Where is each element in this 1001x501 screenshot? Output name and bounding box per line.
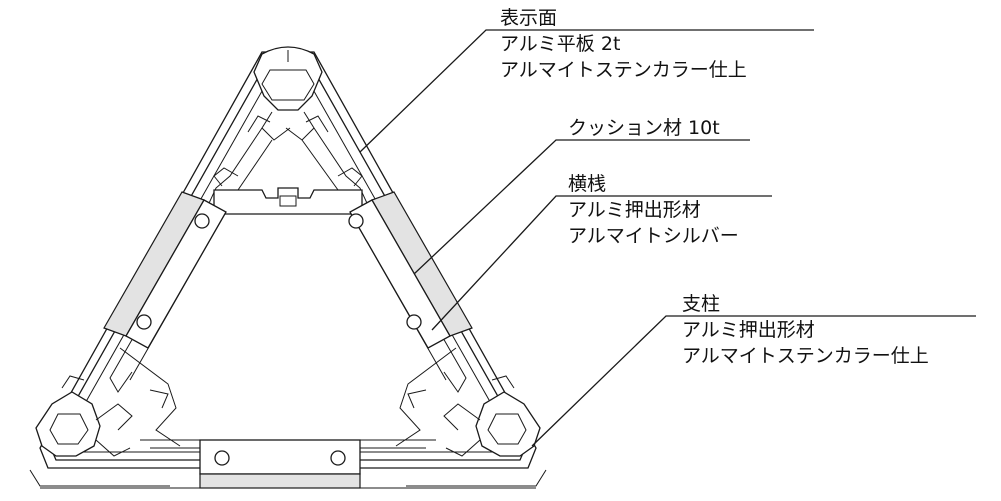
post-material: アルミ押出形材	[682, 319, 815, 341]
cushion-title: クッション材 10t	[568, 117, 720, 139]
cushion-strip-bottom	[199, 439, 361, 489]
corner-post-bottom-left	[35, 375, 133, 457]
post-title: 支柱	[682, 293, 720, 315]
callout-display-face: 表示面 アルミ平板 2t アルマイトステンカラー仕上	[500, 7, 747, 81]
base-feet	[29, 469, 547, 489]
callout-cushion: クッション材 10t	[568, 117, 720, 139]
post-finish: アルマイトステンカラー仕上	[682, 345, 929, 367]
display-face-material: アルミ平板 2t	[500, 33, 620, 55]
cushion-strip-right	[348, 191, 473, 349]
callout-post: 支柱 アルミ押出形材 アルマイトステンカラー仕上	[682, 293, 929, 367]
crossbar-title: 横桟	[568, 173, 606, 195]
display-face-panels	[39, 51, 537, 469]
display-face-finish: アルマイトステンカラー仕上	[500, 59, 747, 81]
corner-post-top	[253, 46, 323, 141]
callout-crossbar: 横桟 アルミ押出形材 アルマイトシルバー	[568, 173, 739, 247]
display-face-title: 表示面	[500, 7, 557, 29]
cushion-strip-left	[103, 191, 227, 349]
crossbar-material: アルミ押出形材	[568, 199, 701, 221]
corner-post-bottom-right	[443, 375, 541, 457]
leader-lines	[359, 29, 976, 447]
crossbar-finish: アルマイトシルバー	[568, 225, 739, 247]
crossbar-frame	[109, 115, 467, 449]
